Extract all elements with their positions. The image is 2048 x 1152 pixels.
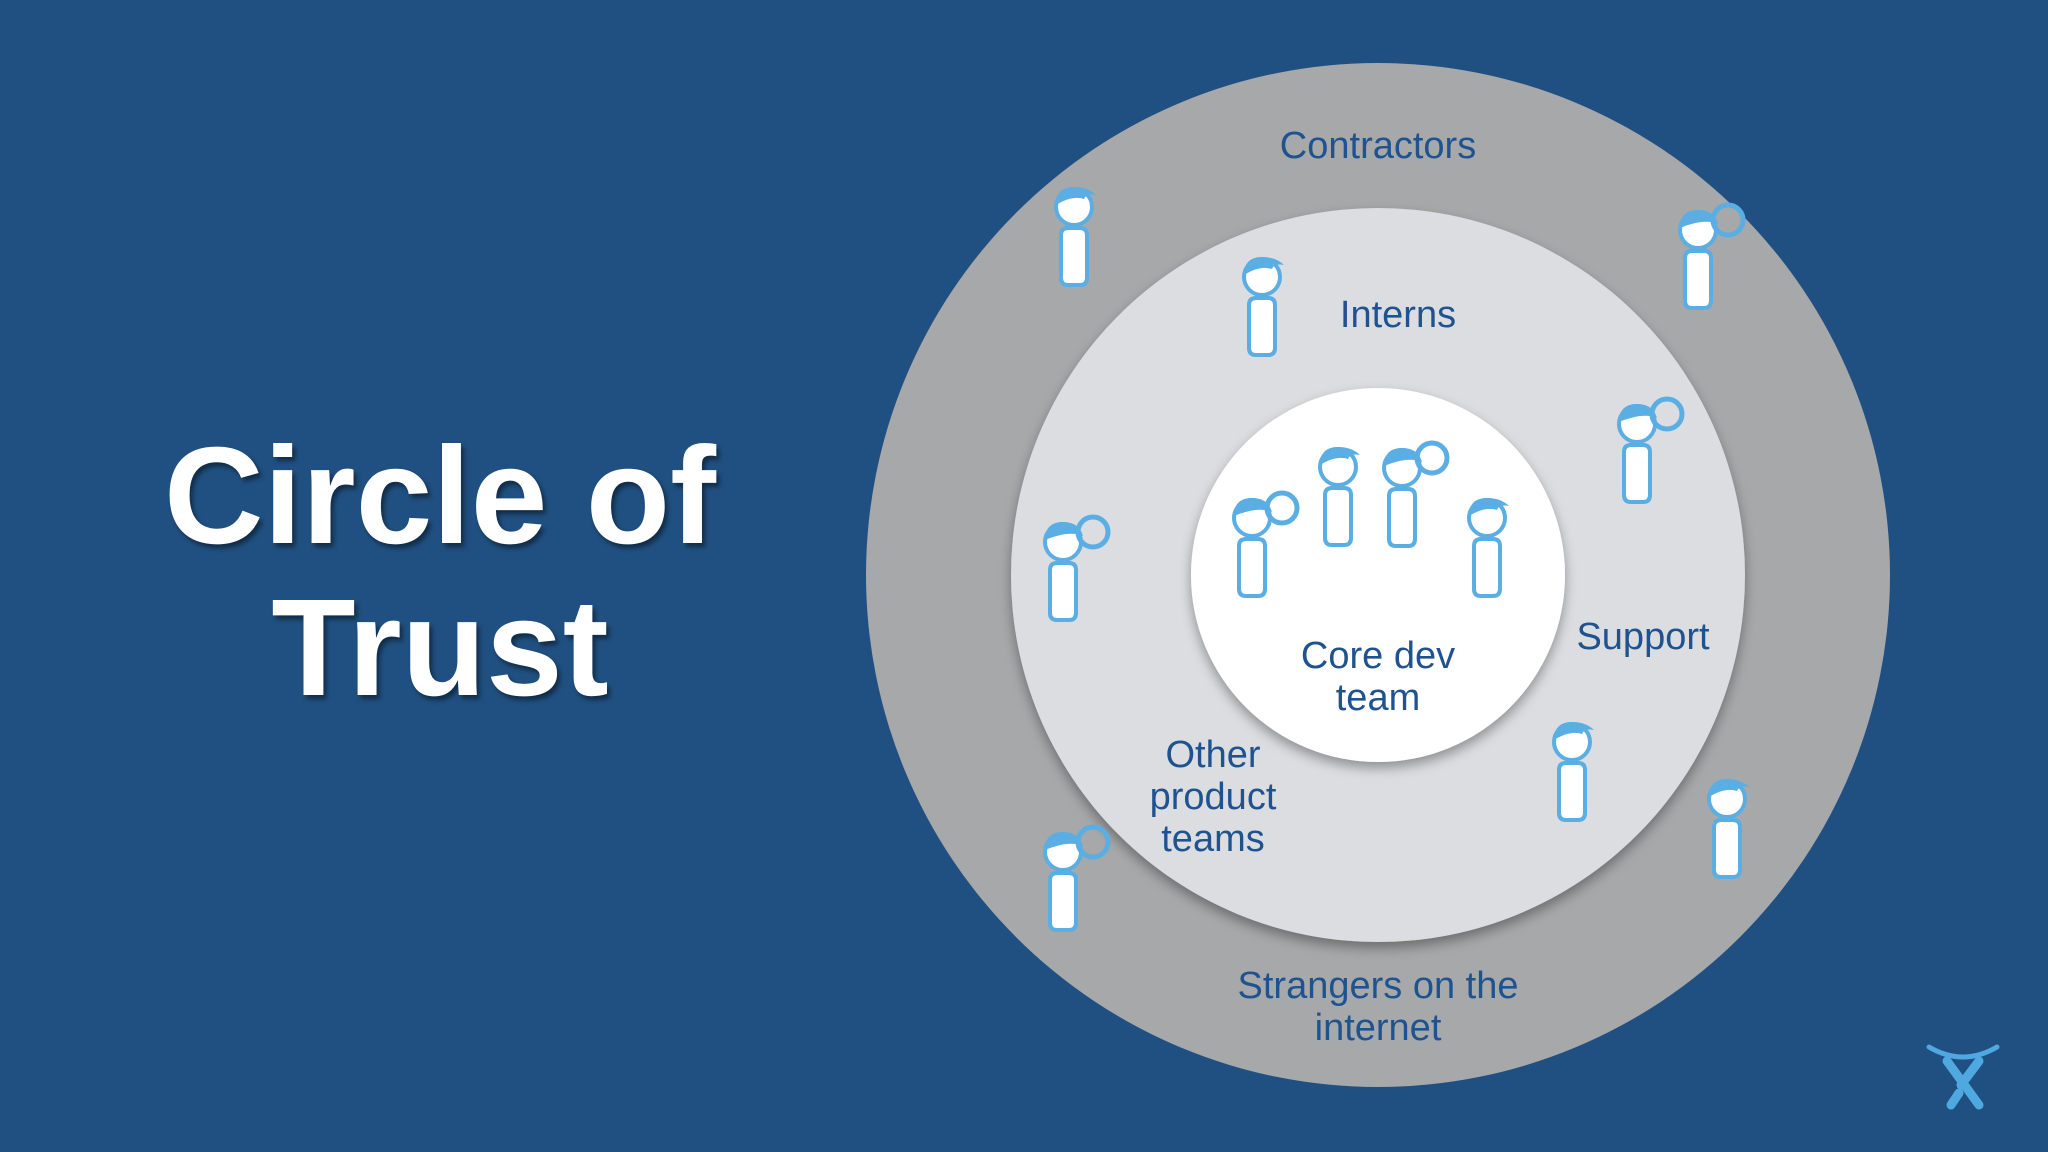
label-strangers-line-1: Strangers on the [1238,965,1519,1007]
inner-circle [1191,388,1565,762]
label-contractors: Contractors [1280,125,1476,167]
label-core-line-2: team [1336,677,1420,719]
slide-title: Circle of Trust [60,420,820,724]
label-core-line-1: Core dev [1301,635,1455,677]
title-line-1: Circle of [163,419,717,573]
title-line-2: Trust [271,571,609,725]
label-other-line-1: Other [1165,734,1260,776]
label-interns: Interns [1340,294,1456,336]
label-other-line-3: teams [1161,818,1264,860]
label-other-line-2: product [1150,776,1277,818]
label-support: Support [1576,616,1710,658]
atlassian-logo [1926,1044,2000,1110]
label-strangers-line-2: internet [1315,1007,1442,1049]
